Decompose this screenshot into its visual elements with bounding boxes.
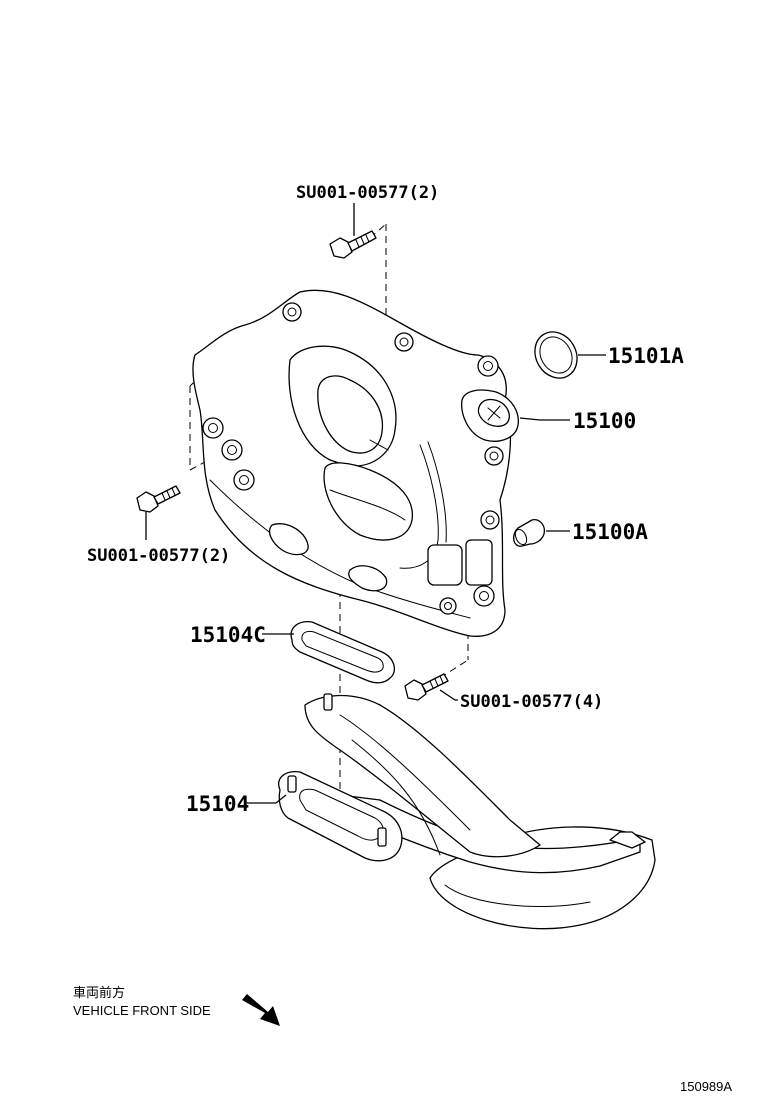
direction-label-jp: 車両前方 [73,985,126,1000]
illustration-code: 150989A [680,1079,733,1094]
oil-pump-body [192,289,519,637]
direction-label-en: VEHICLE FRONT SIDE [73,1003,211,1018]
callout-pin: 15100A [572,520,648,544]
bolt-left [136,485,181,513]
bolt-bottom [404,673,449,701]
callout-strainer: 15104 [186,792,249,816]
callout-bolt-left: SU001-00577(2) [87,546,230,566]
bolt-top [329,230,377,259]
gasket-part [290,621,396,684]
callout-bolt-bottom: SU001-00577(4) [460,692,603,712]
oil-strainer [278,693,656,930]
callout-o-ring: 15101A [608,344,684,368]
callout-gasket: 15104C [190,623,266,647]
front-direction-arrow-icon [242,994,280,1026]
callout-oil-pump: 15100 [573,409,636,433]
callout-bolt-top: SU001-00577(2) [296,183,439,203]
pin-part [512,519,546,547]
o-ring-part [534,331,578,379]
leader-lines [145,203,606,804]
